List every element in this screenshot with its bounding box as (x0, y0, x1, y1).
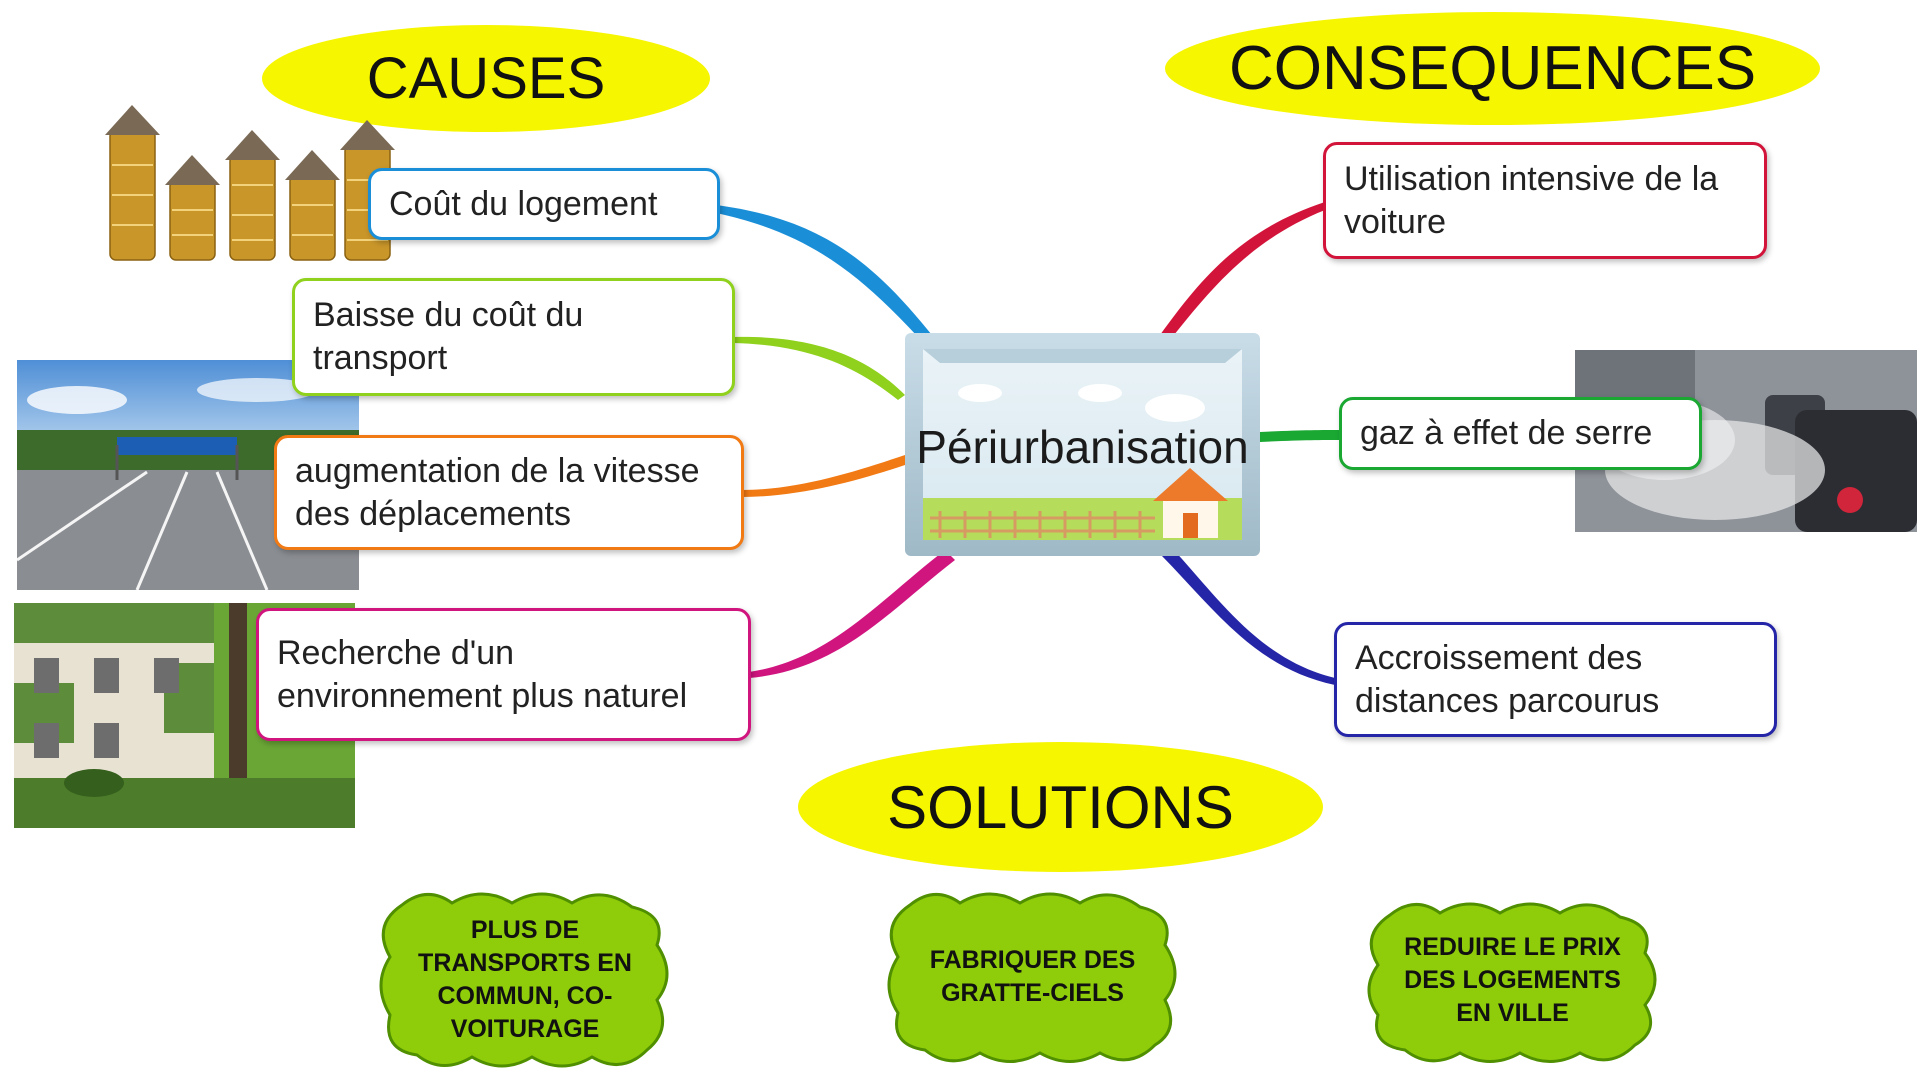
coins-houses-image (100, 85, 405, 265)
consequence-label: Accroissement des distances parcourus (1355, 638, 1660, 720)
consequence-node-greenhouse: gaz à effet de serre (1339, 397, 1702, 470)
solution-label: REDUIRE LE PRIX DES LOGEMENTS EN VILLE (1404, 932, 1621, 1027)
solution-cloud-transport (379, 892, 669, 1068)
branch-nature (749, 550, 955, 678)
consequences-heading-text: CONSEQUENCES (1228, 34, 1757, 103)
solution-cloud-housing-price (1367, 902, 1657, 1063)
cause-node-speed: augmentation de la vitesse des déplaceme… (274, 435, 744, 550)
cause-label: Coût du logement (389, 184, 658, 223)
consequence-label: gaz à effet de serre (1360, 414, 1653, 452)
solution-label: PLUS DE TRANSPORTS EN COMMUN, CO-VOITURA… (418, 916, 632, 1043)
consequence-node-distances: Accroissement des distances parcourus (1334, 622, 1777, 737)
branch-distances (1162, 548, 1335, 685)
cause-label: Recherche d'un environnement plus nature… (277, 633, 688, 715)
central-node (905, 333, 1260, 556)
causes-heading: CAUSES (262, 25, 710, 132)
cause-node-housing-cost: Coût du logement (368, 168, 720, 240)
consequences-heading: CONSEQUENCES (1165, 12, 1820, 125)
central-label: Périurbanisation (916, 421, 1249, 473)
consequence-label: Utilisation intensive de la voiture (1344, 159, 1719, 241)
branch-transport-cost (733, 336, 905, 400)
branch-speed (742, 455, 905, 497)
solution-label: FABRIQUER DES GRATTE-CIELS (929, 946, 1136, 1007)
consequence-node-car-use: Utilisation intensive de la voiture (1323, 142, 1767, 259)
causes-heading-text: CAUSES (366, 46, 606, 111)
branch-greenhouse (1260, 430, 1340, 442)
branch-cost-housing (716, 205, 940, 350)
cause-node-nature: Recherche d'un environnement plus nature… (256, 608, 751, 741)
branch-car-use (1160, 202, 1325, 340)
cause-label: Baisse du coût du transport (313, 296, 584, 377)
cause-node-transport-cost: Baisse du coût du transport (292, 278, 735, 396)
solutions-heading-text: SOLUTIONS (887, 773, 1234, 841)
solutions-heading: SOLUTIONS (798, 742, 1323, 872)
solution-cloud-skyscrapers (887, 892, 1177, 1063)
cause-label: augmentation de la vitesse des déplaceme… (295, 451, 700, 533)
